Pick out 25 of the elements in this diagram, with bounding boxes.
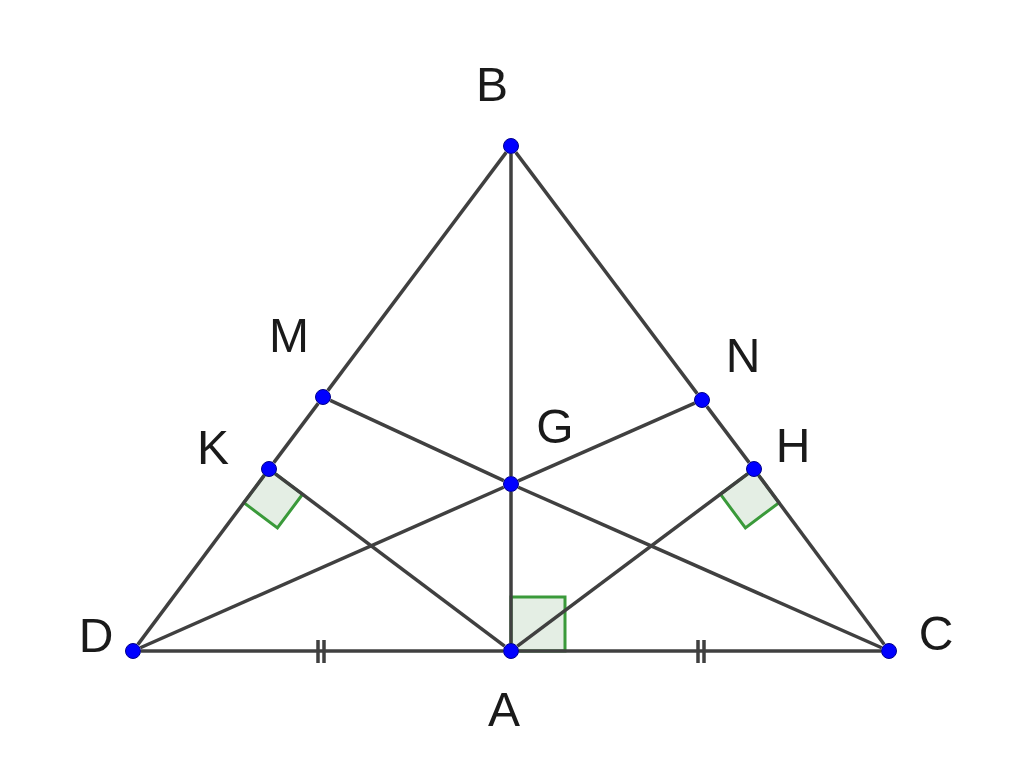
- line-segment: [519, 649, 881, 653]
- line-segment: [509, 154, 513, 476]
- line-segment: [514, 151, 699, 395]
- line-segment: [509, 492, 513, 643]
- point-label: K: [197, 424, 229, 472]
- line-segment: [141, 649, 503, 653]
- line-segment: [139, 485, 505, 650]
- line-segment: [516, 472, 749, 648]
- line-segment: [517, 485, 883, 650]
- line-segment: [329, 398, 505, 483]
- point-label: C: [918, 610, 954, 658]
- point-label: N: [725, 332, 761, 380]
- point-label: M: [269, 312, 309, 360]
- point-label: A: [488, 686, 520, 734]
- line-segment: [757, 474, 886, 646]
- point-label: H: [775, 422, 811, 470]
- line-segment: [272, 402, 320, 464]
- line-segment: [274, 472, 506, 648]
- line-segment: [517, 401, 696, 483]
- line-segment: [705, 405, 751, 464]
- point-label: D: [78, 612, 114, 660]
- point-label: G: [536, 403, 574, 451]
- line-segment: [136, 474, 266, 646]
- point-label: B: [476, 61, 508, 109]
- line-segment: [326, 151, 508, 392]
